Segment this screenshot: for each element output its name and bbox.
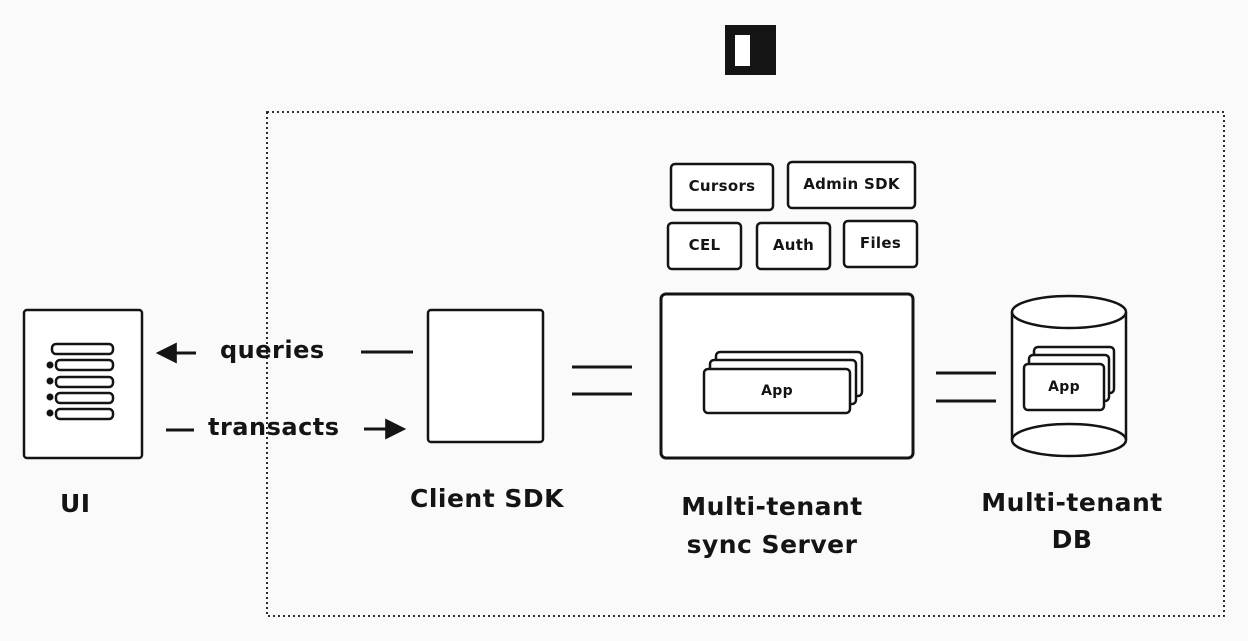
component-label-server-line1: Multi-tenant: [681, 492, 863, 521]
edge-label-transacts: transacts: [208, 413, 340, 441]
module-label-files: Files: [859, 234, 902, 252]
module-label-auth: Auth: [772, 236, 815, 254]
edge-label-queries: queries: [220, 336, 325, 364]
component-label-db-line1: Multi-tenant: [981, 488, 1163, 517]
component-label-db-line2: DB: [1051, 525, 1093, 554]
client-sdk-box: [426, 308, 545, 444]
sync-engine-boundary: [266, 111, 1225, 617]
module-auth: [755, 221, 832, 271]
module-files: [842, 219, 919, 269]
module-cel: [666, 221, 743, 271]
component-label-server-line2: sync Server: [686, 530, 858, 559]
db-app-stack: [1022, 345, 1116, 412]
component-label-client-sdk: Client SDK: [409, 484, 565, 513]
server-app-label: App: [761, 383, 793, 399]
db-app-label: App: [1048, 379, 1080, 395]
component-label-ui: UI: [60, 489, 91, 518]
module-label-cursors: Cursors: [688, 177, 756, 195]
module-label-admin-sdk: Admin SDK: [803, 175, 900, 193]
module-cursors: [669, 162, 775, 212]
module-admin-sdk: [786, 160, 917, 210]
server-app-stack: [702, 350, 864, 415]
module-label-cel: CEL: [688, 236, 721, 254]
brand-logo-icon: [725, 25, 776, 75]
list-document-icon: [22, 308, 144, 460]
